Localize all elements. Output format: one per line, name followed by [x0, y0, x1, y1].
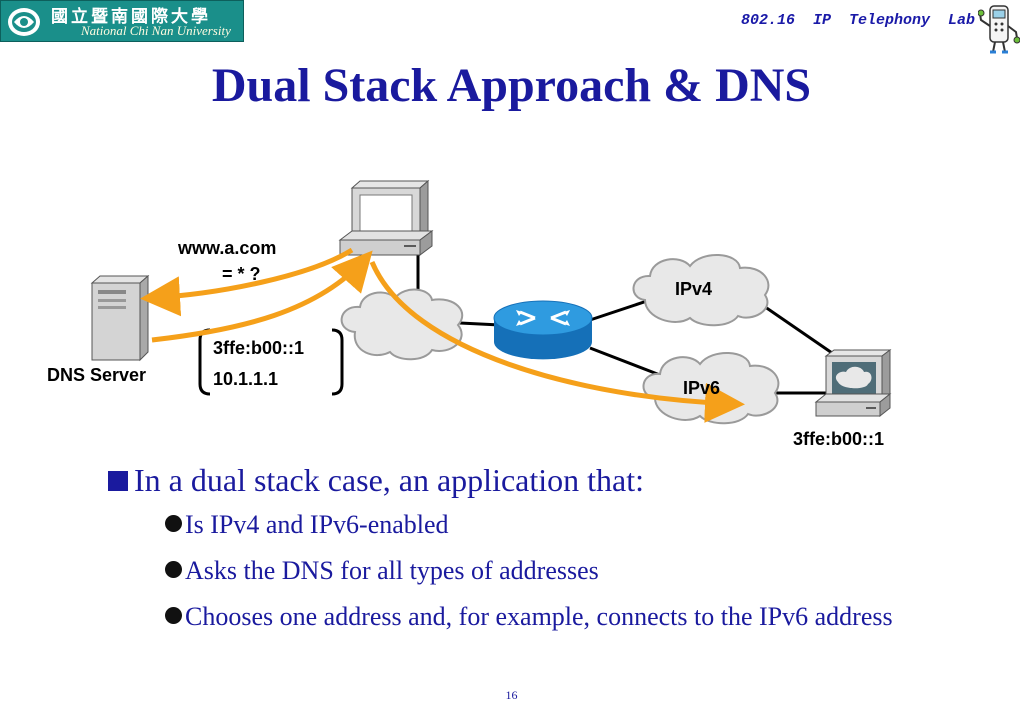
ipv6-connection-arrow [369, 261, 745, 423]
university-emblem-icon [8, 8, 40, 36]
page-number: 16 [505, 688, 518, 702]
ipv6-cloud-label: IPv6 [683, 378, 721, 398]
dns-server-label: DNS Server [47, 365, 147, 385]
square-bullet-icon [108, 471, 128, 491]
university-logo: 國立暨南國際大學 National Chi Nan University [0, 0, 244, 42]
slide-title: Dual Stack Approach & DNS [211, 59, 812, 112]
sub-bullet-text: Is IPv4 and IPv6-enabled [185, 510, 449, 539]
flow-arrows [140, 247, 745, 423]
round-bullet-icon [165, 515, 182, 532]
ipv6-host-computer-icon [814, 349, 892, 418]
dns-reply-arrow [151, 250, 373, 343]
dns-query-label-line1: www.a.com [178, 238, 277, 258]
left-bracket [198, 328, 211, 396]
sub-bullet-text: Chooses one address and, for example, co… [185, 602, 893, 631]
round-bullet-icon [165, 607, 182, 624]
dns-query-label-line2: = * ? [222, 264, 261, 284]
main-bullet: In a dual stack case, an application tha… [108, 462, 644, 499]
phone-mascot-icon [978, 5, 1020, 54]
client-computer-icon [338, 179, 434, 256]
router-icon [493, 300, 593, 360]
right-bracket [331, 328, 344, 396]
dns-server-icon [90, 274, 150, 362]
logo-english-name: National Chi Nan University [81, 23, 231, 38]
dns-answer-ipv6: 3ffe:b00::1 [213, 338, 305, 358]
ipv4-cloud [632, 253, 770, 327]
host-address-label: 3ffe:b00::1 [793, 429, 885, 449]
sub-bullet: Chooses one address and, for example, co… [165, 598, 905, 636]
round-bullet-icon [165, 561, 182, 578]
sub-bullet: Asks the DNS for all types of addresses [165, 556, 599, 586]
local-network-cloud [340, 288, 464, 361]
sub-bullet: Is IPv4 and IPv6-enabled [165, 510, 449, 540]
main-bullet-text: In a dual stack case, an application tha… [134, 462, 645, 498]
dns-answer-ipv4: 10.1.1.1 [213, 369, 279, 389]
ipv4-cloud-label: IPv4 [675, 279, 713, 299]
lab-name: 802.16 IP Telephony Lab [740, 12, 975, 29]
sub-bullet-text: Asks the DNS for all types of addresses [185, 556, 599, 585]
network-diagram [90, 179, 892, 425]
logo-chinese-name: 國立暨南國際大學 [51, 7, 211, 27]
